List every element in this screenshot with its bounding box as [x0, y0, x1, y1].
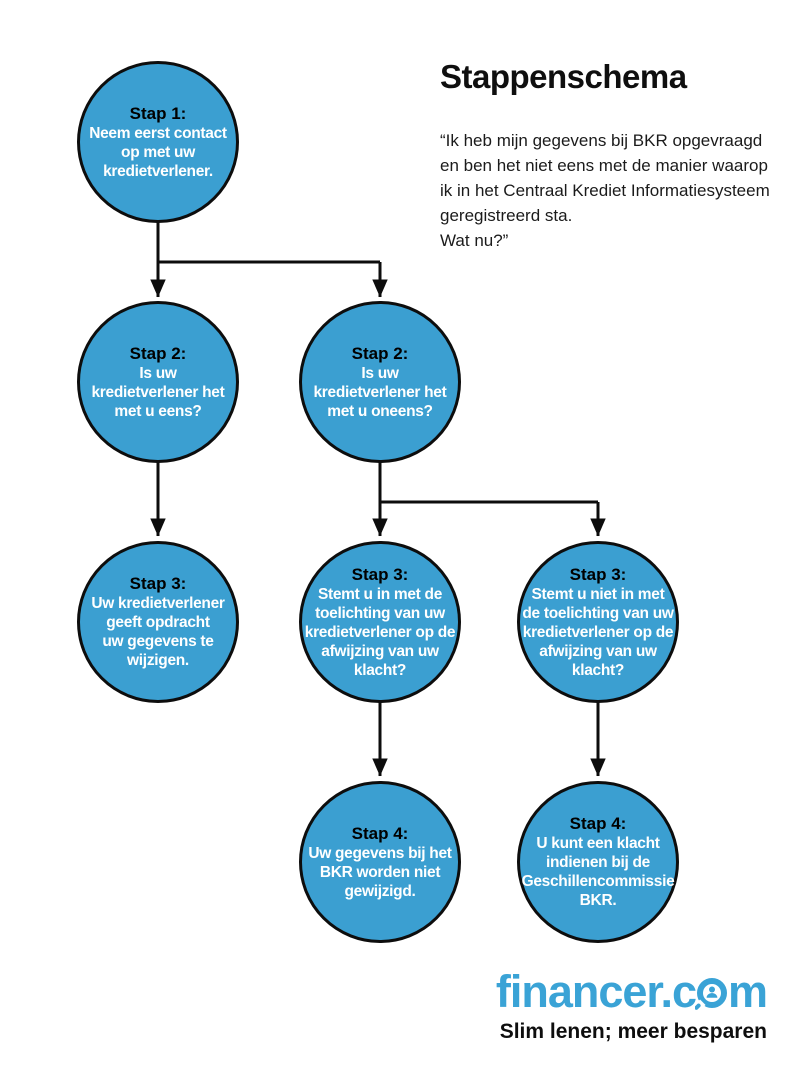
edge-stap2oneens-branch — [378, 462, 598, 504]
page-title: Stappenschema — [440, 58, 687, 95]
node-header: Stap 2: — [129, 343, 187, 363]
flow-node-stap2-oneens: Stap 2: Is uw kredietverlener het met u … — [299, 301, 461, 463]
flow-node-stap4-klacht: Stap 4: U kunt een klacht indienen bij d… — [517, 781, 679, 943]
logo-tagline: Slim lenen; meer besparen — [499, 1020, 767, 1043]
intro-quote: “Ik heb mijn gegevens bij BKR opgevraagd… — [440, 128, 770, 253]
flow-node-stap1: Stap 1: Neem eerst contact op met uw kre… — [77, 61, 239, 223]
magnifier-person-icon — [694, 978, 727, 1010]
node-header: Stap 3: — [569, 564, 627, 584]
flow-node-stap3-instemmen: Stap 3: Stemt u in met de toelichting va… — [299, 541, 461, 703]
edge-stap1-branch — [156, 222, 380, 264]
node-header: Stap 2: — [351, 343, 409, 363]
flow-node-stap3-niet-instemmen: Stap 3: Stemt u niet in met de toelichti… — [517, 541, 679, 703]
node-header: Stap 4: — [351, 823, 409, 843]
logo-text-pre: financer.c — [495, 966, 697, 1017]
quote-line: en ben het niet eens met de manier waaro… — [440, 156, 768, 175]
logo-text-post: m — [727, 966, 768, 1017]
quote-line: ik in het Centraal Krediet Informatiesys… — [440, 181, 770, 200]
financer-logo: financer.c m — [495, 966, 768, 1017]
quote-line: geregistreerd sta. — [440, 206, 573, 225]
footer: financer.c m Slim lenen; meer besparen — [495, 966, 768, 1044]
flow-node-stap2-eens: Stap 2: Is uw kredietverlener het met u … — [77, 301, 239, 463]
quote-line: “Ik heb mijn gegevens bij BKR opgevraagd — [440, 131, 763, 150]
node-header: Stap 3: — [129, 574, 187, 593]
node-header: Stap 1: — [129, 103, 187, 123]
node-header: Stap 4: — [569, 814, 627, 833]
node-header: Stap 3: — [351, 564, 409, 584]
flow-node-stap4-niet-gewijzigd: Stap 4: Uw gegevens bij het BKR worden n… — [299, 781, 461, 943]
flow-node-stap3-wijzigen: Stap 3: Uw kredietverlener geeft opdrach… — [77, 541, 239, 703]
quote-line: Wat nu?” — [440, 231, 509, 250]
